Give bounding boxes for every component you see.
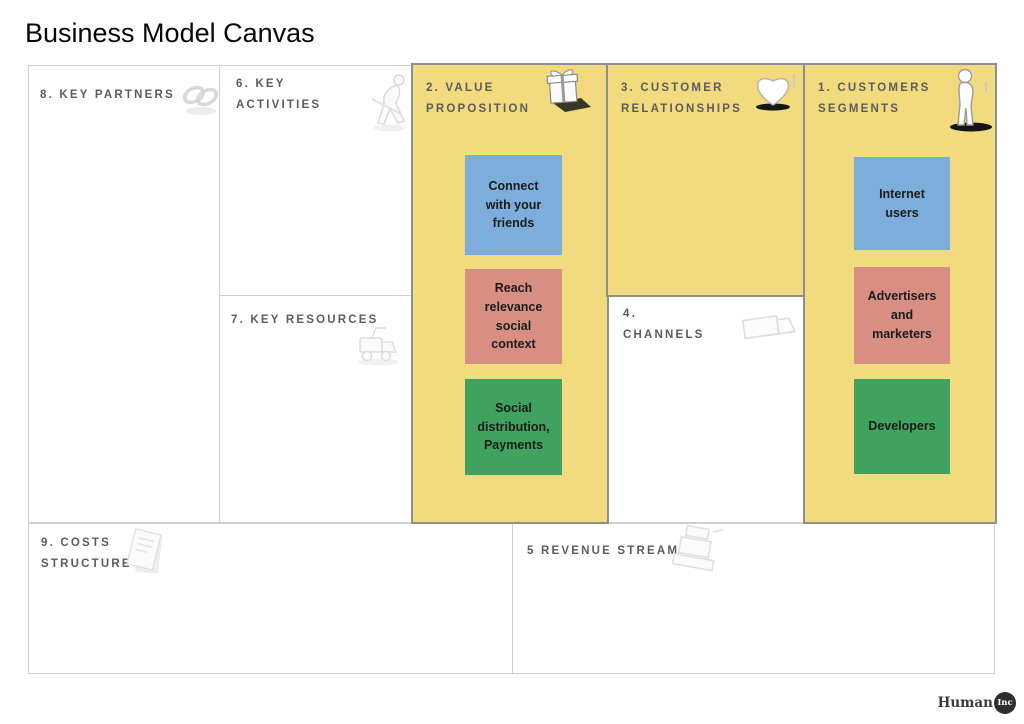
customer-segments-label: 1. CUSTOMERS SEGMENTS [818,82,931,116]
panel-value-proposition: 2. VALUE PROPOSITION Connect with your f… [411,63,609,524]
sticky-note: Reach relevance social context [465,269,562,364]
value-proposition-label: 2. VALUE PROPOSITION [426,82,531,116]
key-activities-label: 6. KEY ACTIVITIES [236,78,322,112]
section-revenue-streams: 5 REVENUE STREAMS [512,523,995,674]
sticky-note: Connect with your friends [465,155,562,255]
equipment-icon [358,327,398,366]
partnership-rings-icon [182,85,219,115]
key-resources-label: 7. KEY RESOURCES [231,314,379,326]
sticky-note: Social distribution, Payments [465,379,562,475]
heart-icon [756,78,790,111]
costs-structure-label: 9. COSTS STRUCTURE [41,537,132,571]
brand-logo: Human Inc [938,692,1016,714]
delivery-truck-icon [741,314,796,340]
artifact-mark [985,82,987,92]
section-key-resources: 7. KEY RESOURCES [219,295,414,523]
revenue-streams-label: 5 REVENUE STREAMS [527,545,690,557]
brand-logo-name: Human [937,695,993,711]
working-person-icon [371,74,406,132]
cash-register-icon [671,524,724,572]
sticky-note: Developers [854,379,950,474]
section-key-partners: 8. KEY PARTNERS [28,65,220,523]
panel-customer-segments: 1. CUSTOMERS SEGMENTS Internet users Adv… [803,63,997,524]
page-title: Business Model Canvas [25,18,315,48]
gift-icon [546,69,591,112]
artifact-mark [793,74,795,87]
section-costs-structure: 9. COSTS STRUCTURE [28,523,513,674]
standing-person-icon [950,68,992,132]
key-partners-label: 8. KEY PARTNERS [40,89,175,101]
brand-logo-inc-badge: Inc [994,692,1016,714]
brand-logo-suffix: Inc [997,698,1013,708]
channels-label: 4. CHANNELS [623,308,705,342]
sticky-note: Internet users [854,157,950,250]
receipt-icon [126,527,163,574]
sticky-note: Advertisers and marketers [854,267,950,364]
customer-relationships-label: 3. CUSTOMER RELATIONSHIPS [621,82,743,116]
